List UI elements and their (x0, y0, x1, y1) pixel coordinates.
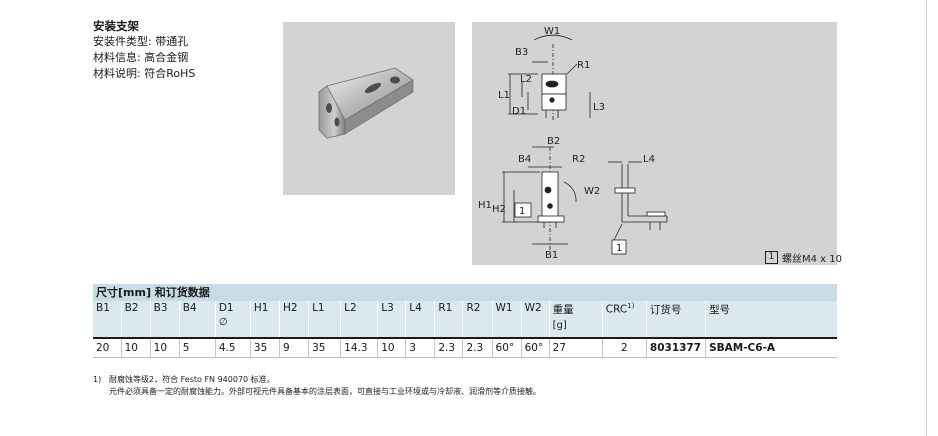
header-weight: 重量[g] (548, 301, 603, 338)
table-title: 尺寸[mm] 和订货数据 (93, 284, 837, 301)
header-l1: L1 (308, 301, 341, 338)
label-b3: B3 (515, 47, 528, 58)
info-mounting-type: 安装件类型: 带通孔 (93, 35, 189, 48)
header-r1: R1 (434, 301, 463, 338)
legend-text: 螺丝M4 x 10 (782, 254, 842, 265)
cell-h2: 9 (278, 337, 309, 358)
cell-h1: 35 (249, 337, 280, 358)
info-material-note: 材料说明: 符合RoHS (93, 67, 196, 80)
header-b4: B4 (178, 301, 216, 338)
cell-l3: 10 (377, 337, 406, 358)
label-w2: W2 (584, 186, 600, 197)
header-l2: L2 (340, 301, 378, 338)
cell-type: SBAM-C6-A (705, 337, 837, 358)
label-l2: L2 (520, 74, 532, 85)
cell-d1: 4.5 (214, 337, 251, 358)
cell-r2: 2.3 (462, 337, 493, 358)
cell-crc: 2 (601, 337, 647, 358)
label-d1: D1 (512, 106, 526, 117)
cell-l2: 14.3 (340, 337, 378, 358)
page-right-rule (926, 0, 927, 436)
cell-r1: 2.3 (434, 337, 463, 358)
bracket-image (318, 67, 414, 139)
side-view (608, 161, 668, 245)
info-material: 材料信息: 高合金钢 (93, 51, 189, 64)
top-view (508, 34, 591, 122)
label-r1: R1 (577, 60, 590, 71)
product-info: 安装支架 安装件类型: 带通孔 材料信息: 高合金钢 材料说明: 符合RoHS (93, 18, 195, 82)
header-h1: H1 (249, 301, 280, 338)
header-h2: H2 (278, 301, 309, 338)
cell-order-number: 8031377 (645, 337, 706, 358)
table-row: 20 10 10 5 4.5 35 9 35 14.3 10 3 2.3 2.3… (93, 337, 837, 358)
cell-b2: 10 (120, 337, 151, 358)
cell-b3: 10 (149, 337, 180, 358)
label-b1: B1 (545, 250, 558, 261)
legend-callout-box: 1 (765, 251, 778, 264)
label-l1: L1 (498, 90, 510, 101)
label-h1: H1 (478, 200, 492, 211)
cell-b4: 5 (178, 337, 216, 358)
cell-b1: 20 (93, 337, 122, 358)
header-order-number: 订货号 (645, 301, 706, 338)
header-type: 型号 (705, 301, 837, 338)
label-callout-1: 1 (519, 206, 525, 217)
header-w2: W2 (520, 301, 550, 338)
footnote: 1) 耐腐蚀等级2，符合 Festo FN 940070 标准。 元件必须具备一定… (93, 374, 541, 398)
label-b2: B2 (547, 136, 560, 147)
label-l3: L3 (593, 102, 605, 113)
header-l3: L3 (377, 301, 406, 338)
front-view (502, 146, 577, 250)
technical-drawing: W1 B3 R1 L1 L2 D1 L3 B2 B4 R2 W2 H1 H2 (472, 22, 837, 265)
footnote-line-2: 元件必须具备一定的耐腐蚀能力。外部可视元件具备基本的涂层表面，可直接与工业环境或… (109, 387, 541, 396)
label-w1: W1 (544, 26, 560, 37)
screw-legend: 1 螺丝M4 x 10 (765, 250, 842, 265)
cell-w2: 60° (520, 337, 550, 358)
label-r2: R2 (572, 154, 585, 165)
label-l4: L4 (643, 154, 655, 165)
cell-weight: 27 (548, 337, 603, 358)
weight-unit: [g] (552, 320, 567, 331)
footnote-number: 1) (93, 375, 102, 384)
header-l4: L4 (405, 301, 435, 338)
header-w1: W1 (491, 301, 522, 338)
footnote-line-1: 耐腐蚀等级2，符合 Festo FN 940070 标准。 (109, 375, 275, 384)
table-header-row: B1 B2 B3 B4 D1∅ H1 H2 L1 L2 L3 L4 R1 R2 … (93, 301, 837, 338)
label-side-callout-1: 1 (616, 243, 622, 254)
header-b1: B1 (93, 301, 122, 338)
header-b2: B2 (120, 301, 151, 338)
dimensions-table: 尺寸[mm] 和订货数据 B1 B2 B3 B4 D1∅ H1 H2 L1 L2… (93, 284, 837, 358)
label-h2: H2 (492, 204, 506, 215)
cell-l4: 3 (405, 337, 435, 358)
header-d1: D1∅ (214, 301, 251, 338)
label-b4: B4 (518, 154, 531, 165)
header-r2: R2 (462, 301, 493, 338)
diameter-symbol: ∅ (218, 317, 228, 328)
header-b3: B3 (149, 301, 180, 338)
product-photo (283, 22, 455, 195)
crc-footnote-ref: 1) (627, 302, 635, 310)
product-title: 安装支架 (93, 19, 139, 33)
header-crc: CRC1) (601, 301, 647, 338)
cell-w1: 60° (491, 337, 522, 358)
cell-l1: 35 (308, 337, 341, 358)
